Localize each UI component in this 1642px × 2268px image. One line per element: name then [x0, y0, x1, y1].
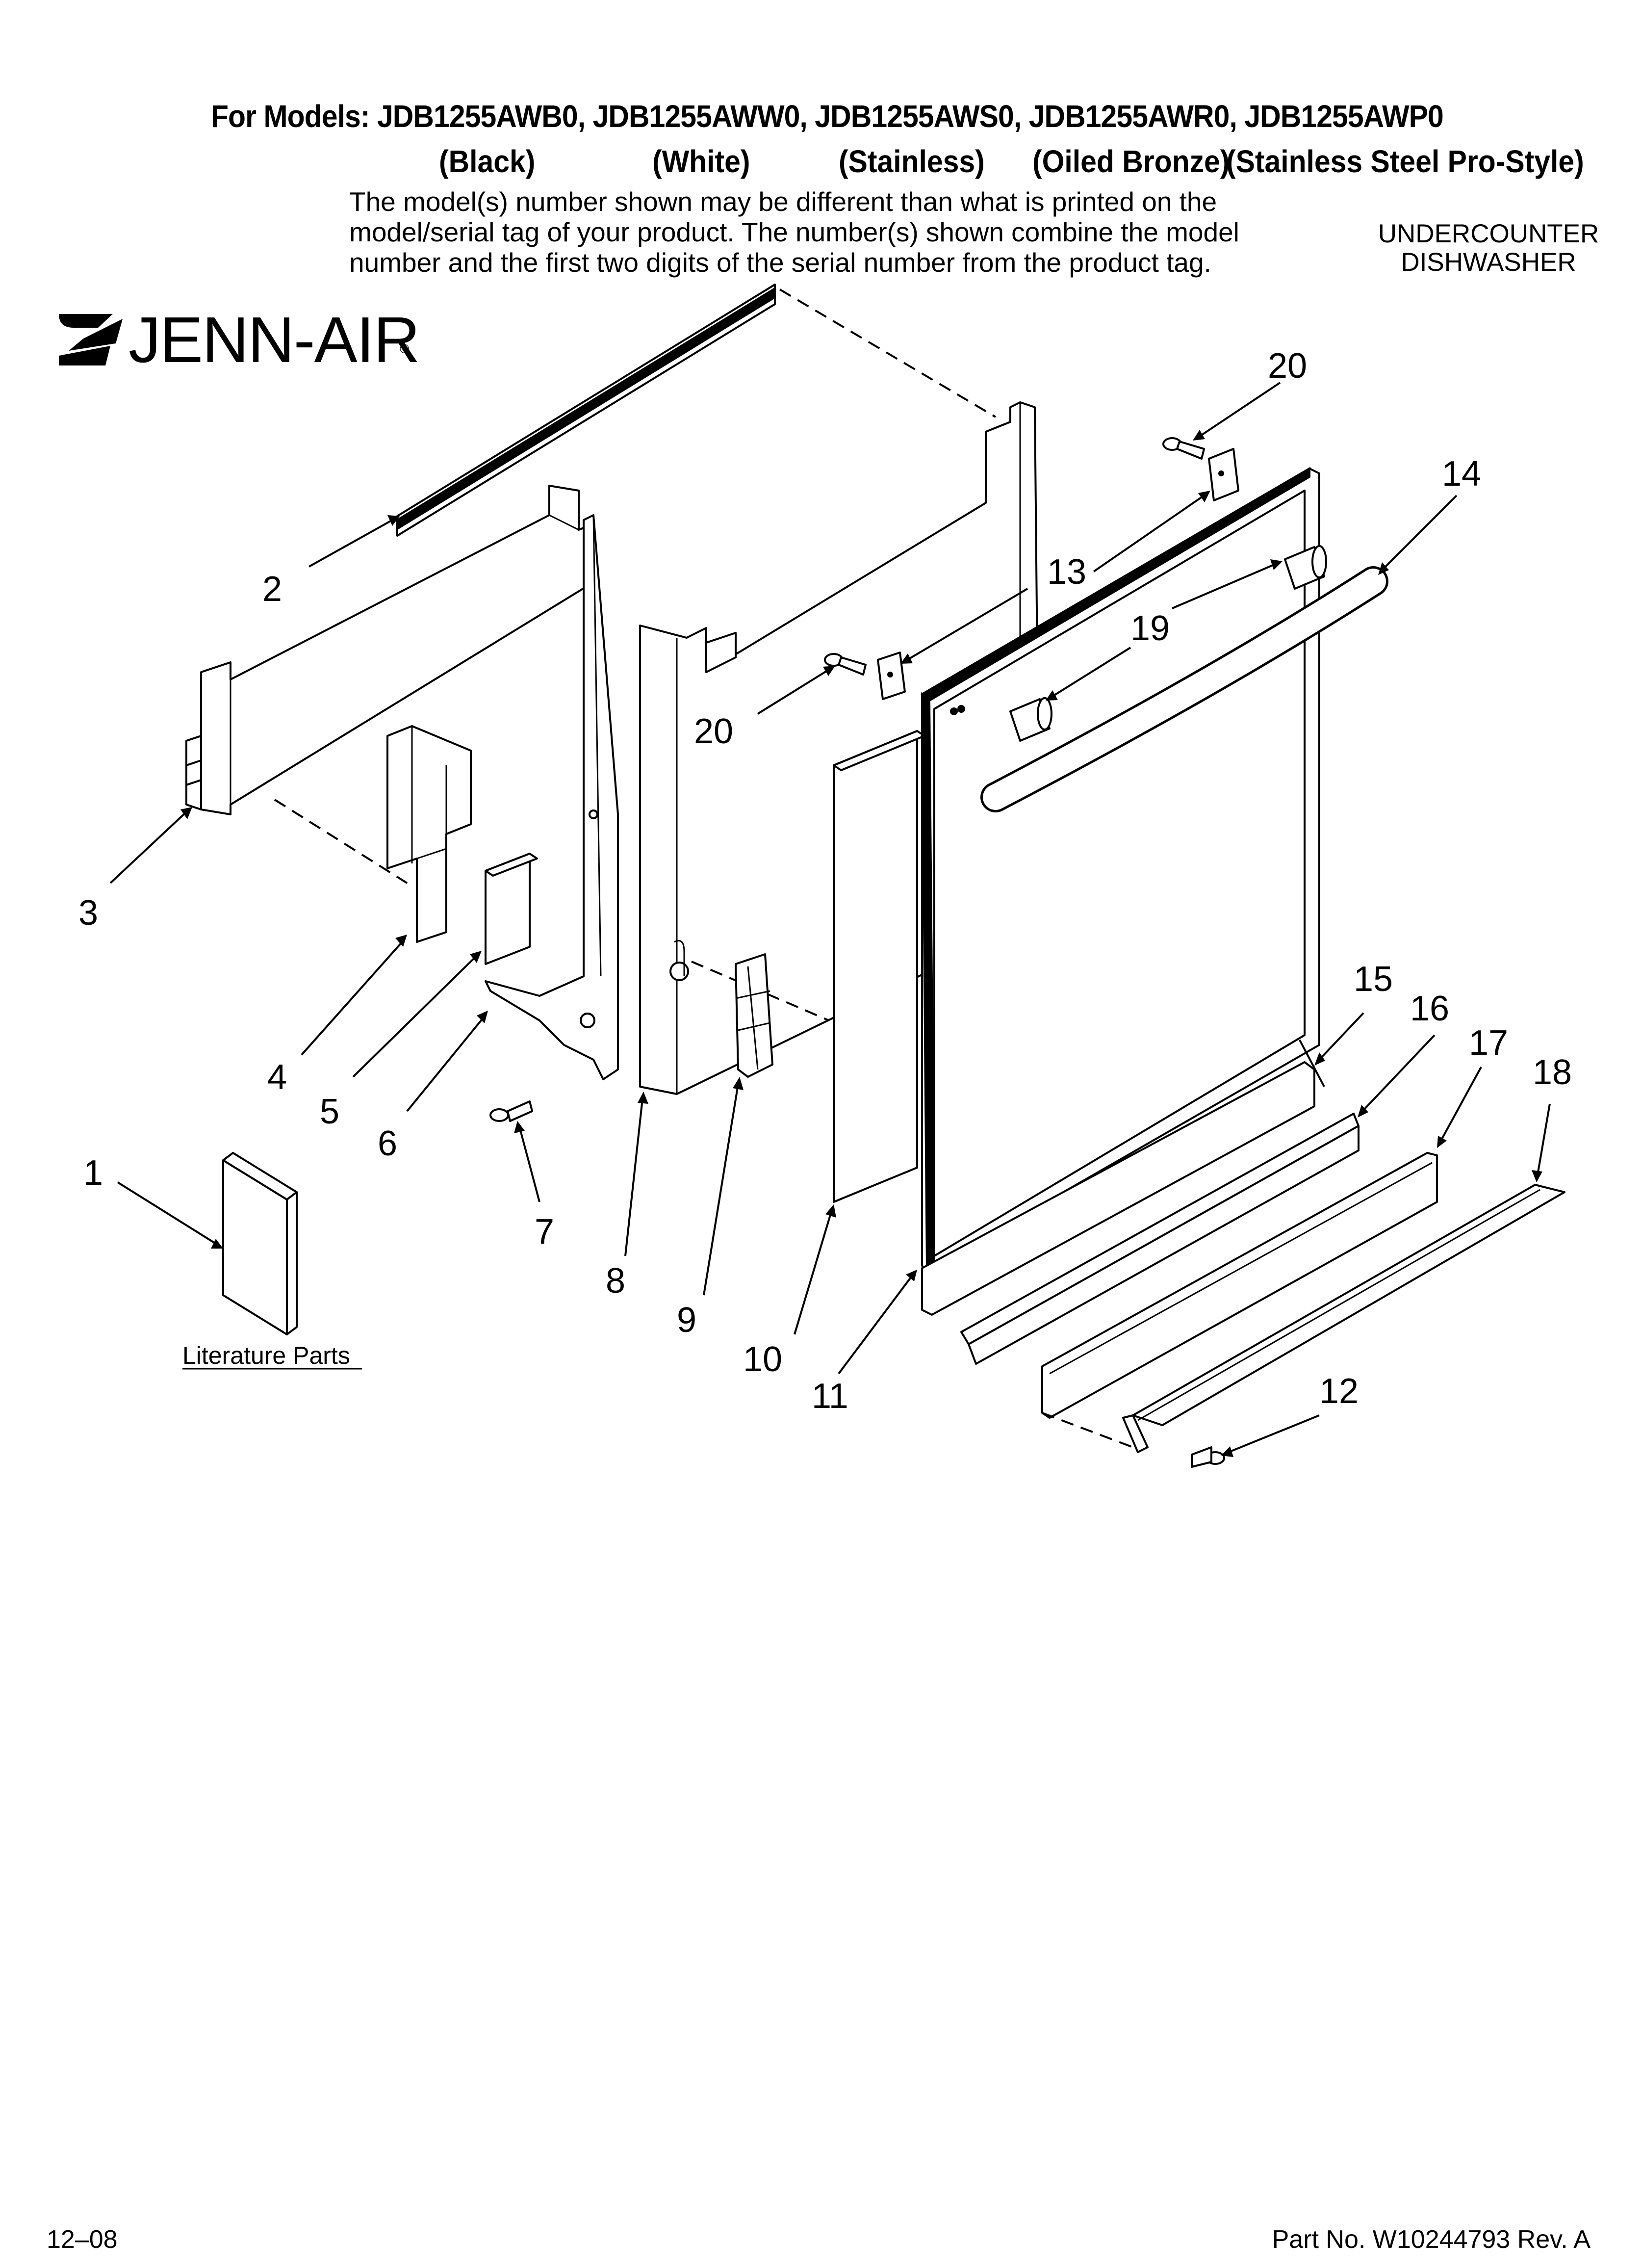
color-black: (Black) [439, 144, 536, 179]
part-12-screw [1191, 1446, 1225, 1468]
product-type-line: UNDERCOUNTER [1378, 219, 1599, 248]
leader-dashed [1042, 1412, 1133, 1448]
registered-mark: ® [400, 341, 409, 356]
logo-text: JENN-AIR [128, 304, 419, 376]
part-number: Part No. W10244793 Rev. A [1272, 2225, 1591, 2254]
date-code: 12–08 [47, 2225, 118, 2254]
part-20-screw [824, 653, 867, 676]
part-14-handle [980, 566, 1388, 812]
part-1-literature [222, 1152, 298, 1335]
models-header: For Models: JDB1255AWB0, JDB1255AWW0, JD… [211, 99, 1444, 134]
color-oiled-bronze: (Oiled Bronze) [1032, 144, 1230, 179]
callout-2: 2 [262, 570, 282, 609]
callout-13: 13 [1047, 552, 1086, 592]
jenn-air-logo: JENN-AIR ® [59, 304, 420, 376]
callout-20: 20 [694, 712, 733, 751]
callout-19: 19 [1130, 609, 1170, 648]
note-line: The model(s) number shown may be differe… [349, 186, 1217, 217]
callout-14: 14 [1442, 454, 1481, 494]
leader-lines [109, 382, 1551, 1457]
leader-dashed [691, 961, 829, 1021]
part-16-toe-kick [960, 1113, 1360, 1365]
part-13-bracket [877, 652, 906, 700]
product-type: UNDERCOUNTER DISHWASHER [1351, 220, 1626, 277]
callout-7: 7 [535, 1212, 554, 1251]
jenn-air-logo-icon [59, 314, 123, 365]
callout-10: 10 [743, 1340, 782, 1379]
part-6-hinge-bracket [485, 514, 619, 1080]
part-13-bracket [1208, 448, 1239, 501]
color-white: (White) [652, 144, 750, 179]
part-19-standoff [1009, 697, 1052, 742]
color-pro-style: (Stainless Steel Pro-Style) [1226, 144, 1584, 179]
leader-dashed [274, 799, 408, 884]
callout-6: 6 [378, 1124, 397, 1163]
note-line: model/serial tag of your product. The nu… [349, 217, 1239, 247]
callout-15: 15 [1354, 960, 1393, 999]
callout-11: 11 [812, 1377, 848, 1416]
callout-4: 4 [267, 1058, 287, 1097]
callout-8: 8 [606, 1261, 625, 1301]
callout-3: 3 [78, 893, 98, 933]
part-10-door-insert [833, 730, 925, 1203]
part-3-console-panel [185, 485, 592, 815]
callout-numbers: 1 2 3 4 5 6 7 8 9 10 11 12 13 14 15 16 1… [78, 346, 1572, 1416]
callout-18: 18 [1533, 1053, 1572, 1092]
color-stainless: (Stainless) [839, 144, 985, 179]
part-19-standoff [1284, 545, 1327, 590]
product-type-line: DISHWASHER [1401, 248, 1576, 277]
callout-17: 17 [1469, 1023, 1508, 1063]
callout-20: 20 [1268, 346, 1307, 386]
callout-5: 5 [320, 1092, 339, 1131]
callout-12: 12 [1319, 1372, 1359, 1411]
literature-label: Literature Parts [182, 1342, 350, 1369]
part-4-console-bracket [386, 725, 472, 943]
part-2-top-trim [396, 284, 776, 537]
note-line: number and the first two digits of the s… [349, 247, 1211, 278]
callout-9: 9 [677, 1301, 696, 1340]
part-20-screw [1162, 437, 1205, 460]
callout-1: 1 [83, 1153, 103, 1193]
part-7-screw [489, 1100, 533, 1122]
model-number-note: The model(s) number shown may be differe… [349, 186, 1239, 278]
literature-parts-label: Literature Parts [182, 1342, 362, 1370]
callout-16: 16 [1410, 989, 1449, 1028]
leader-dashed [779, 288, 997, 418]
part-18-lower-panel [1122, 1184, 1565, 1453]
part-15-door-trim [921, 1061, 1315, 1316]
part-9-latch [735, 953, 773, 1078]
part-5-pad [485, 853, 538, 965]
